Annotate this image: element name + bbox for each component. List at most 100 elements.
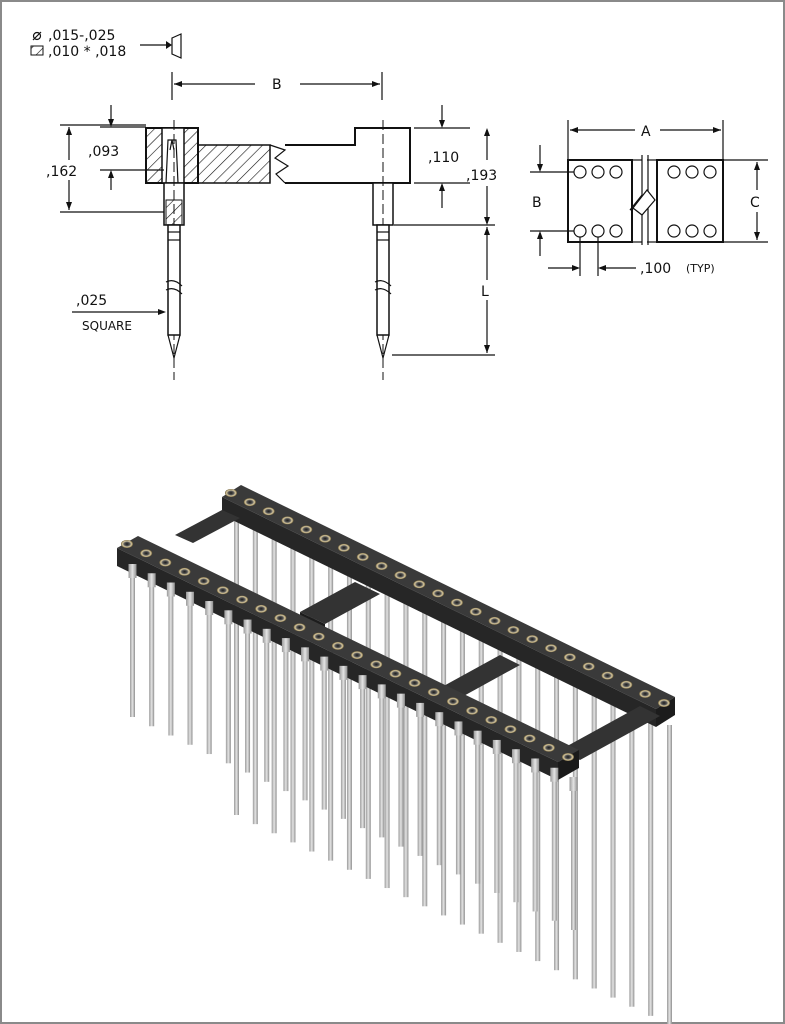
front-hole [485, 715, 498, 724]
dim-193-label: ,193 [466, 168, 497, 184]
front-pin-collar [377, 684, 386, 699]
dim-110-label: ,110 [428, 150, 459, 166]
front-pin [245, 627, 251, 773]
back-hole [262, 507, 275, 516]
back-pin [441, 615, 447, 916]
front-pin [532, 766, 538, 912]
front-hole [504, 725, 517, 734]
typ-label: (TYP) [686, 262, 715, 275]
back-hole [526, 635, 539, 644]
back-hole [281, 516, 294, 525]
back-hole [658, 699, 670, 707]
front-hole [121, 540, 133, 548]
back-pin [403, 597, 409, 898]
pin-profile-icon [171, 33, 182, 59]
back-hole [450, 598, 463, 607]
front-pin-collar [396, 693, 405, 708]
back-hole [413, 580, 426, 589]
back-pin [234, 515, 239, 815]
back-pin [384, 588, 390, 889]
back-hole [337, 543, 350, 552]
front-pin-collar [358, 675, 367, 690]
front-hole [274, 614, 287, 623]
diameter-icon [32, 31, 42, 41]
square-label: SQUARE [82, 319, 132, 333]
back-hole [432, 589, 445, 598]
front-hole [331, 641, 344, 650]
front-pin [130, 572, 135, 717]
dim-b-side-label: B [532, 195, 542, 211]
front-pin [321, 664, 327, 810]
front-pin-collar [473, 730, 482, 745]
dim-b-label: B [272, 77, 282, 93]
technical-drawing: ,015-,025 ,010 * ,018 B [30, 28, 768, 380]
back-hole [300, 525, 313, 534]
back-hole [488, 616, 501, 625]
front-pin [571, 785, 576, 930]
back-hole [545, 644, 558, 653]
back-hole [319, 534, 332, 543]
back-hole [225, 489, 237, 497]
front-pin-collar [147, 573, 156, 588]
dimension-093: ,093 [88, 105, 164, 190]
front-pin [513, 757, 519, 903]
front-hole [216, 586, 229, 595]
pin-left [165, 224, 183, 361]
back-pin [629, 706, 635, 1007]
front-pin [398, 701, 404, 847]
front-pin [379, 692, 385, 838]
front-pin [187, 599, 193, 745]
front-pin [302, 655, 308, 801]
front-pin-collar [550, 767, 559, 782]
front-hole [197, 577, 210, 586]
dim-100-label: ,100 [640, 261, 671, 277]
back-pin [271, 533, 277, 834]
socket-body [117, 485, 675, 780]
back-hole [356, 552, 369, 561]
front-hole [159, 558, 172, 567]
dimension-193: ,193 [394, 128, 497, 226]
socket-cross-section [145, 120, 411, 380]
back-pin [459, 624, 465, 925]
front-hole [562, 753, 574, 761]
front-pin [340, 673, 346, 819]
front-pin [264, 636, 270, 782]
back-pin [290, 542, 296, 843]
front-pin [149, 581, 155, 727]
back-pin [346, 569, 352, 870]
front-pin-collar [454, 721, 463, 736]
front-pin [225, 618, 231, 764]
back-hole [563, 653, 576, 662]
legend-diameter-text: ,015-,025 [48, 28, 115, 44]
front-hole [236, 595, 249, 604]
front-hole [255, 604, 268, 613]
front-pin-collar [511, 749, 520, 764]
front-pin [455, 729, 461, 875]
front-hole [523, 734, 536, 743]
front-pin-collar [243, 619, 252, 634]
back-pin [365, 578, 371, 879]
back-pin [648, 715, 654, 1016]
back-hole [394, 571, 407, 580]
back-pin [478, 633, 484, 934]
front-row-pins [128, 564, 578, 930]
front-pin-collar [186, 591, 195, 606]
footprint-top-view: A [530, 120, 768, 277]
front-hole [466, 706, 479, 715]
front-hole [312, 632, 325, 641]
front-pin-collar [262, 628, 271, 643]
dimension-l: L [392, 227, 495, 356]
front-pin [417, 710, 423, 856]
back-pin [591, 688, 597, 989]
front-pin-collar [301, 647, 310, 662]
front-pin-collar [224, 610, 233, 625]
front-pin [494, 747, 500, 893]
dimension-110: ,110 [414, 105, 470, 208]
front-pin [436, 720, 442, 866]
back-hole [507, 625, 520, 634]
front-pin-collar [128, 564, 137, 578]
back-pin [309, 551, 315, 852]
front-hole [178, 567, 191, 576]
